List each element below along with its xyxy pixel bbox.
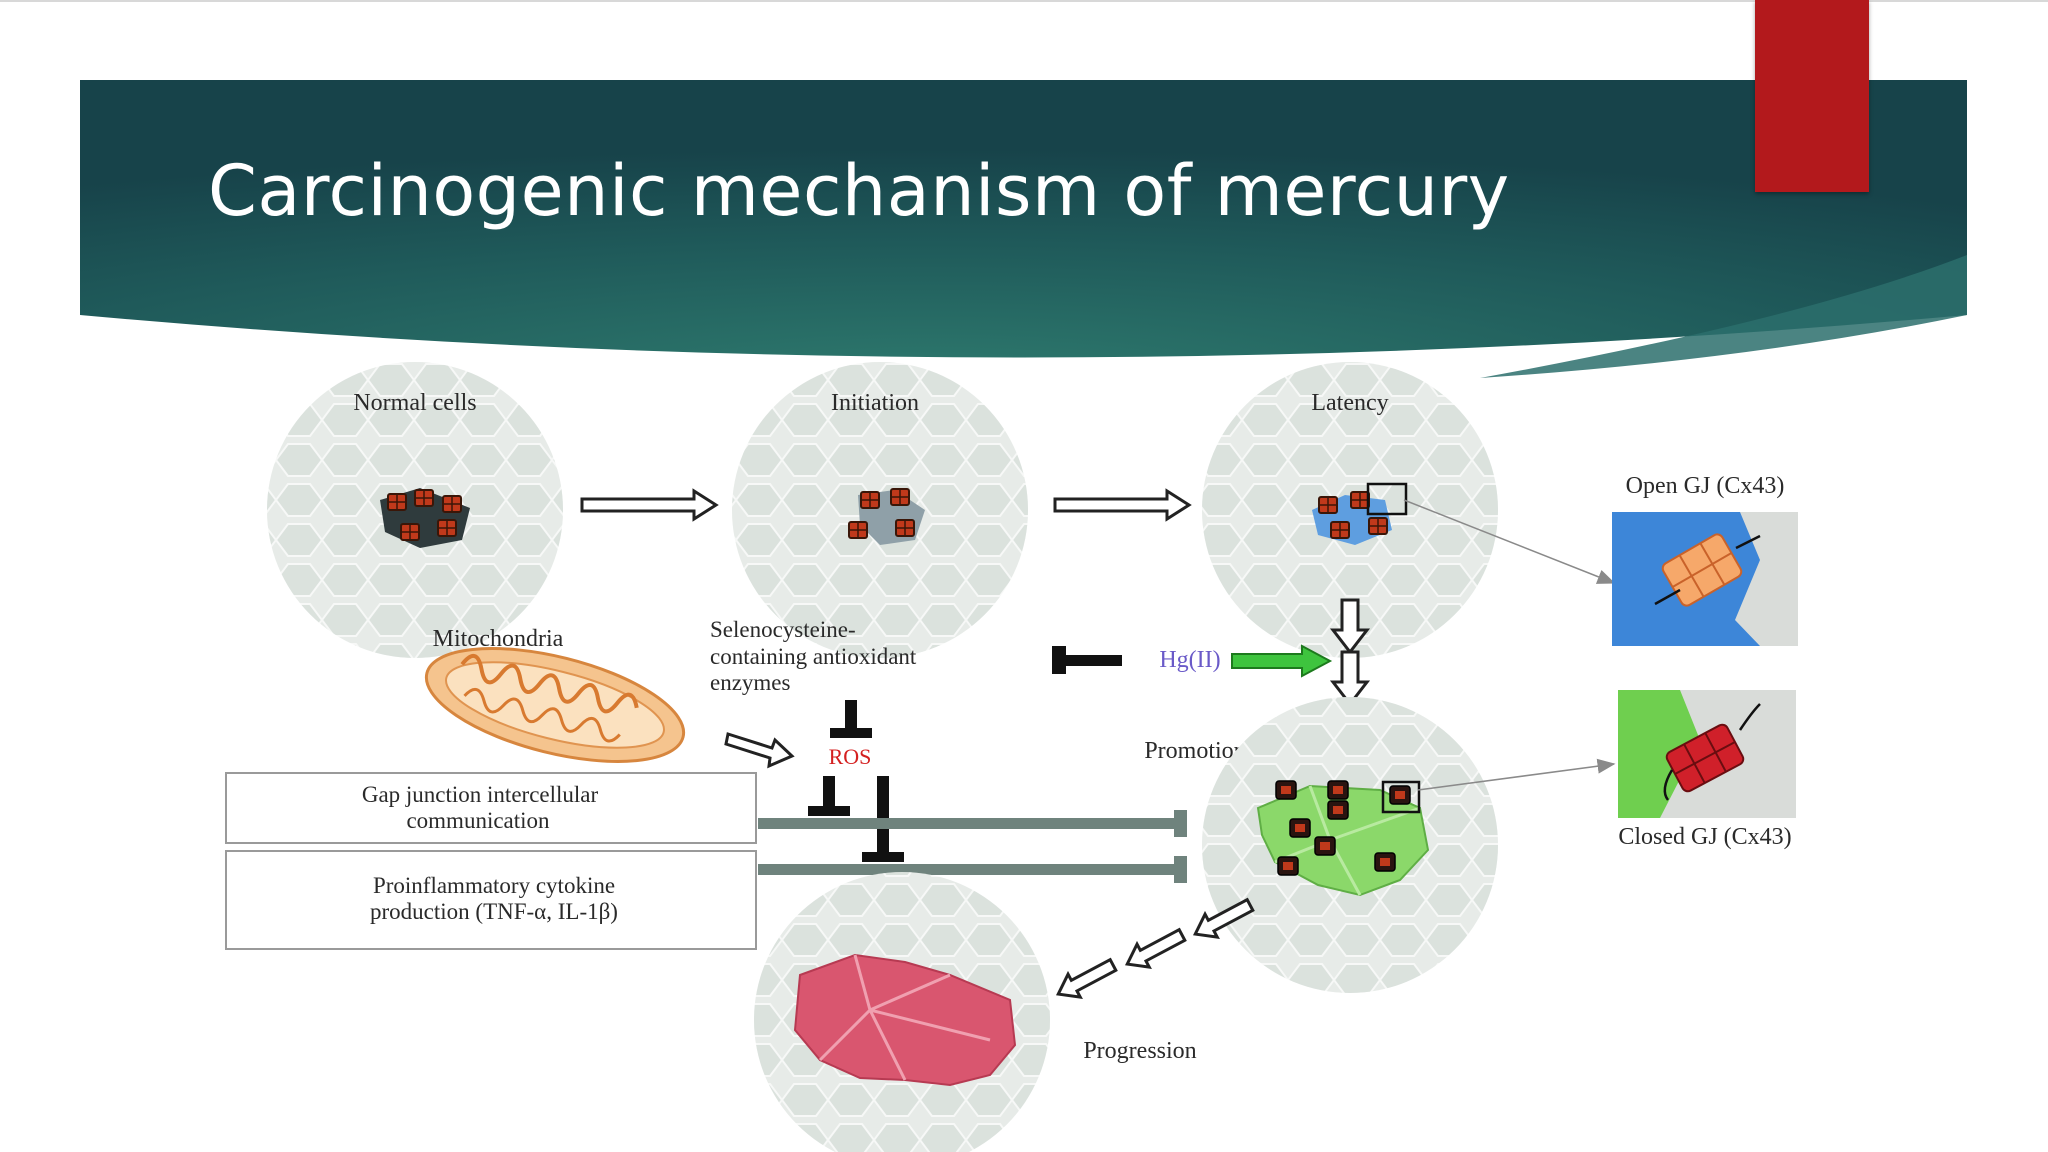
- accent-tab: [1755, 0, 1869, 192]
- gap-junction-inhibits-promotion: [758, 810, 1187, 837]
- enzymes-inhibit-ros: [830, 700, 872, 738]
- hg-label: Hg(II): [1159, 647, 1220, 673]
- progression-cell: [754, 872, 1050, 1152]
- arrow-initiation-to-latency: [1053, 489, 1191, 521]
- stage-label-latency: Latency: [1311, 390, 1388, 416]
- closed-gj-image: [1618, 690, 1796, 818]
- gap-junction-box: Gap junction intercellular communication: [225, 772, 757, 844]
- stage-label-promotion: Promotion: [1144, 738, 1245, 764]
- mitochondria-image: [424, 647, 686, 763]
- cytokine-inhibits-promotion: [758, 856, 1187, 883]
- title-banner: [0, 0, 2048, 378]
- arrows-promotion-to-progression: [1055, 897, 1255, 1000]
- cytokine-box: Proinflammatory cytokine production (TNF…: [225, 850, 757, 950]
- zoom-line-open-gj: [1403, 499, 1616, 584]
- hg-inhibits-enzymes: [1052, 646, 1122, 674]
- arrow-mitochondria-to-ros: [724, 732, 795, 769]
- slide-title: Carcinogenic mechanism of mercury: [208, 150, 1510, 232]
- normal-cell: [267, 362, 563, 658]
- selenocysteine-line-1: Selenocysteine-: [710, 617, 856, 642]
- arrow-latency-down-2: [1331, 650, 1369, 706]
- zoom-line-closed-gj: [1417, 758, 1616, 791]
- open-gj-image: [1612, 512, 1798, 646]
- selenocysteine-line-3: enzymes: [710, 670, 791, 695]
- cytokine-line-2: production (TNF-α, IL-1β): [370, 899, 618, 924]
- arrow-normal-to-initiation: [580, 489, 718, 521]
- stage-label-progression: Progression: [1083, 1038, 1196, 1064]
- stage-label-initiation: Initiation: [831, 390, 919, 416]
- open-gj-label: Open GJ (Cx43): [1626, 473, 1785, 499]
- ros-label: ROS: [829, 744, 872, 769]
- gap-junction-line-1: Gap junction intercellular: [362, 782, 599, 807]
- cytokine-line-1: Proinflammatory cytokine: [373, 873, 615, 898]
- gap-junction-line-2: communication: [406, 808, 550, 833]
- stage-label-normal: Normal cells: [353, 390, 476, 416]
- closed-gj-label: Closed GJ (Cx43): [1618, 824, 1791, 850]
- ros-inhibit-cytokine: [862, 776, 904, 862]
- hg-green-arrow: [1231, 644, 1333, 678]
- initiation-cell: [732, 362, 1028, 658]
- ros-inhibit-gap-junction: [808, 776, 850, 816]
- promotion-cell: [1202, 697, 1498, 993]
- selenocysteine-line-2: containing antioxidant: [710, 644, 917, 669]
- latency-cell: [1202, 362, 1498, 658]
